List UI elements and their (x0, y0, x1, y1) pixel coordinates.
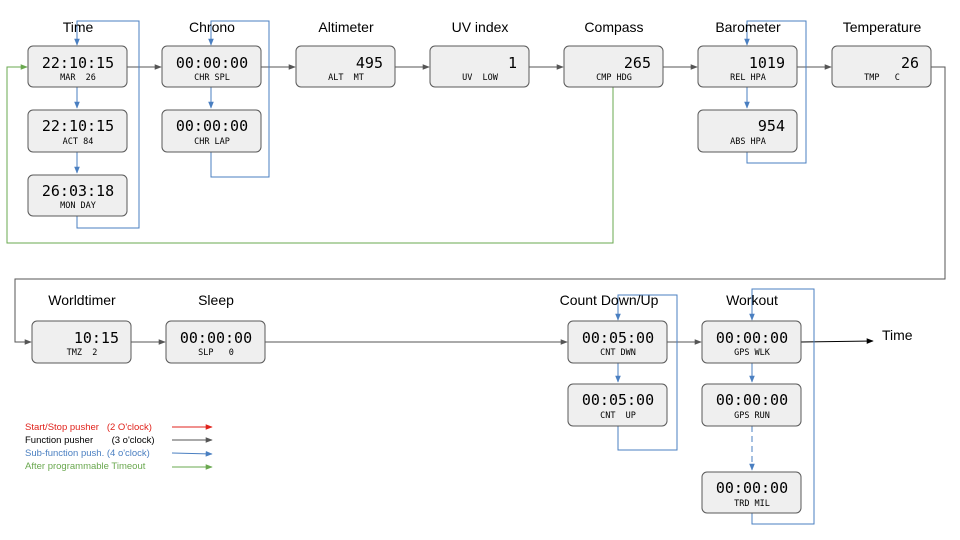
arrow-timeout-compass-to-time (6, 64, 614, 244)
arrow-chrono-sub1-loop (208, 20, 270, 178)
display-barometer-main: 1019 REL HPA (697, 45, 798, 88)
display-value: 1 (508, 54, 517, 72)
display-value: 00:00:00 (176, 54, 248, 72)
display-label: TMZ 2 (67, 348, 98, 358)
display-chrono-main: 00:00:00 CHR SPL (161, 45, 262, 88)
display-value: 00:05:00 (582, 329, 654, 347)
display-label: GPS RUN (734, 411, 770, 421)
display-label: TMP C (864, 73, 900, 83)
display-value: 10:15 (74, 329, 119, 347)
legend-label: After programmable Timeout (25, 461, 146, 472)
end-label-time: Time (882, 327, 913, 343)
title-workout: Workout (726, 292, 778, 308)
display-time-sub2: 26:03:18 MON DAY (27, 174, 128, 217)
display-time-sub1: 22:10:15 ACT 84 (27, 109, 128, 153)
title-barometer: Barometer (715, 19, 781, 35)
mode-titles: Time Chrono Altimeter UV index Compass B… (48, 19, 921, 343)
legend-item-function: Function pusher (3 o'clock) (25, 435, 213, 446)
arrow-temperature-to-worldtimer (14, 66, 946, 345)
legend-label: Function pusher (3 o'clock) (25, 435, 155, 446)
legend-item-timeout: After programmable Timeout (25, 461, 213, 472)
title-worldtimer: Worldtimer (48, 292, 116, 308)
display-uv-main: 1 UV LOW (429, 45, 530, 88)
legend-arrow-blue (171, 451, 213, 457)
arrow-countdown-sub1-loop (615, 294, 678, 451)
display-value: 26 (901, 54, 919, 72)
display-chrono-sub1: 00:00:00 CHR LAP (161, 109, 262, 153)
display-temperature-main: 26 TMP C (831, 45, 932, 88)
display-value: 00:00:00 (716, 479, 788, 497)
display-value: 00:05:00 (582, 391, 654, 409)
display-label: REL HPA (730, 73, 766, 83)
display-label: MAR 26 (60, 73, 96, 83)
display-label: ALT MT (328, 73, 364, 83)
display-workout-main: 00:00:00 GPS WLK (701, 320, 802, 364)
connectors (6, 20, 946, 525)
display-compass-main: 265 CMP HDG (563, 45, 664, 88)
legend-item-sub-function: Sub-function push. (4 o'clock) (25, 448, 213, 459)
title-time: Time (63, 19, 94, 35)
display-sleep-main: 00:00:00 SLP 0 (165, 320, 266, 364)
display-value: 00:00:00 (180, 329, 252, 347)
display-value: 1019 (749, 54, 785, 72)
title-altimeter: Altimeter (318, 19, 374, 35)
display-value: 00:00:00 (716, 329, 788, 347)
arrow-time-sub2-loop (74, 20, 140, 229)
display-label: ACT 84 (63, 137, 94, 147)
display-value: 22:10:15 (42, 54, 114, 72)
display-label: GPS WLK (734, 348, 771, 358)
display-label: MON DAY (60, 201, 96, 211)
display-label: CNT DWN (600, 348, 636, 358)
display-label: ABS HPA (730, 137, 766, 147)
display-countdown-sub1: 00:05:00 CNT UP (567, 383, 668, 427)
legend: Start/Stop pusher (2 O'clock) Function p… (25, 422, 213, 472)
display-value: 954 (758, 117, 785, 135)
title-temperature: Temperature (843, 19, 922, 35)
display-label: CMP HDG (596, 73, 632, 83)
display-worldtimer-main: 10:15 TMZ 2 (31, 320, 132, 364)
display-altimeter-main: 495 ALT MT (295, 45, 396, 88)
display-countdown-main: 00:05:00 CNT DWN (567, 320, 668, 364)
display-value: 26:03:18 (42, 182, 114, 200)
display-value: 22:10:15 (42, 117, 114, 135)
title-uv-index: UV index (452, 19, 509, 35)
display-label: CHR SPL (194, 73, 230, 83)
display-workout-sub2: 00:00:00 TRD MIL (701, 471, 802, 514)
legend-label: Start/Stop pusher (2 O'clock) (25, 422, 152, 433)
arrow-barometer-sub1-loop (744, 20, 807, 164)
display-time-main: 22:10:15 MAR 26 (27, 45, 128, 88)
legend-item-start-stop: Start/Stop pusher (2 O'clock) (25, 422, 213, 433)
title-sleep: Sleep (198, 292, 234, 308)
display-value: 00:00:00 (716, 391, 788, 409)
title-countdown: Count Down/Up (560, 292, 659, 308)
display-value: 495 (356, 54, 383, 72)
display-label: CNT UP (600, 411, 636, 421)
display-value: 265 (624, 54, 651, 72)
display-workout-sub1: 00:00:00 GPS RUN (701, 383, 802, 427)
arrow-workout-sub2-loop (749, 288, 815, 525)
title-chrono: Chrono (189, 19, 235, 35)
display-barometer-sub1: 954 ABS HPA (697, 109, 798, 153)
display-label: CHR LAP (194, 137, 230, 147)
display-label: UV LOW (462, 73, 499, 83)
arrow-workout-to-time (800, 338, 874, 344)
display-label: TRD MIL (734, 499, 770, 509)
display-label: SLP 0 (198, 348, 234, 358)
title-compass: Compass (584, 19, 643, 35)
display-value: 00:00:00 (176, 117, 248, 135)
legend-label: Sub-function push. (4 o'clock) (25, 448, 150, 459)
